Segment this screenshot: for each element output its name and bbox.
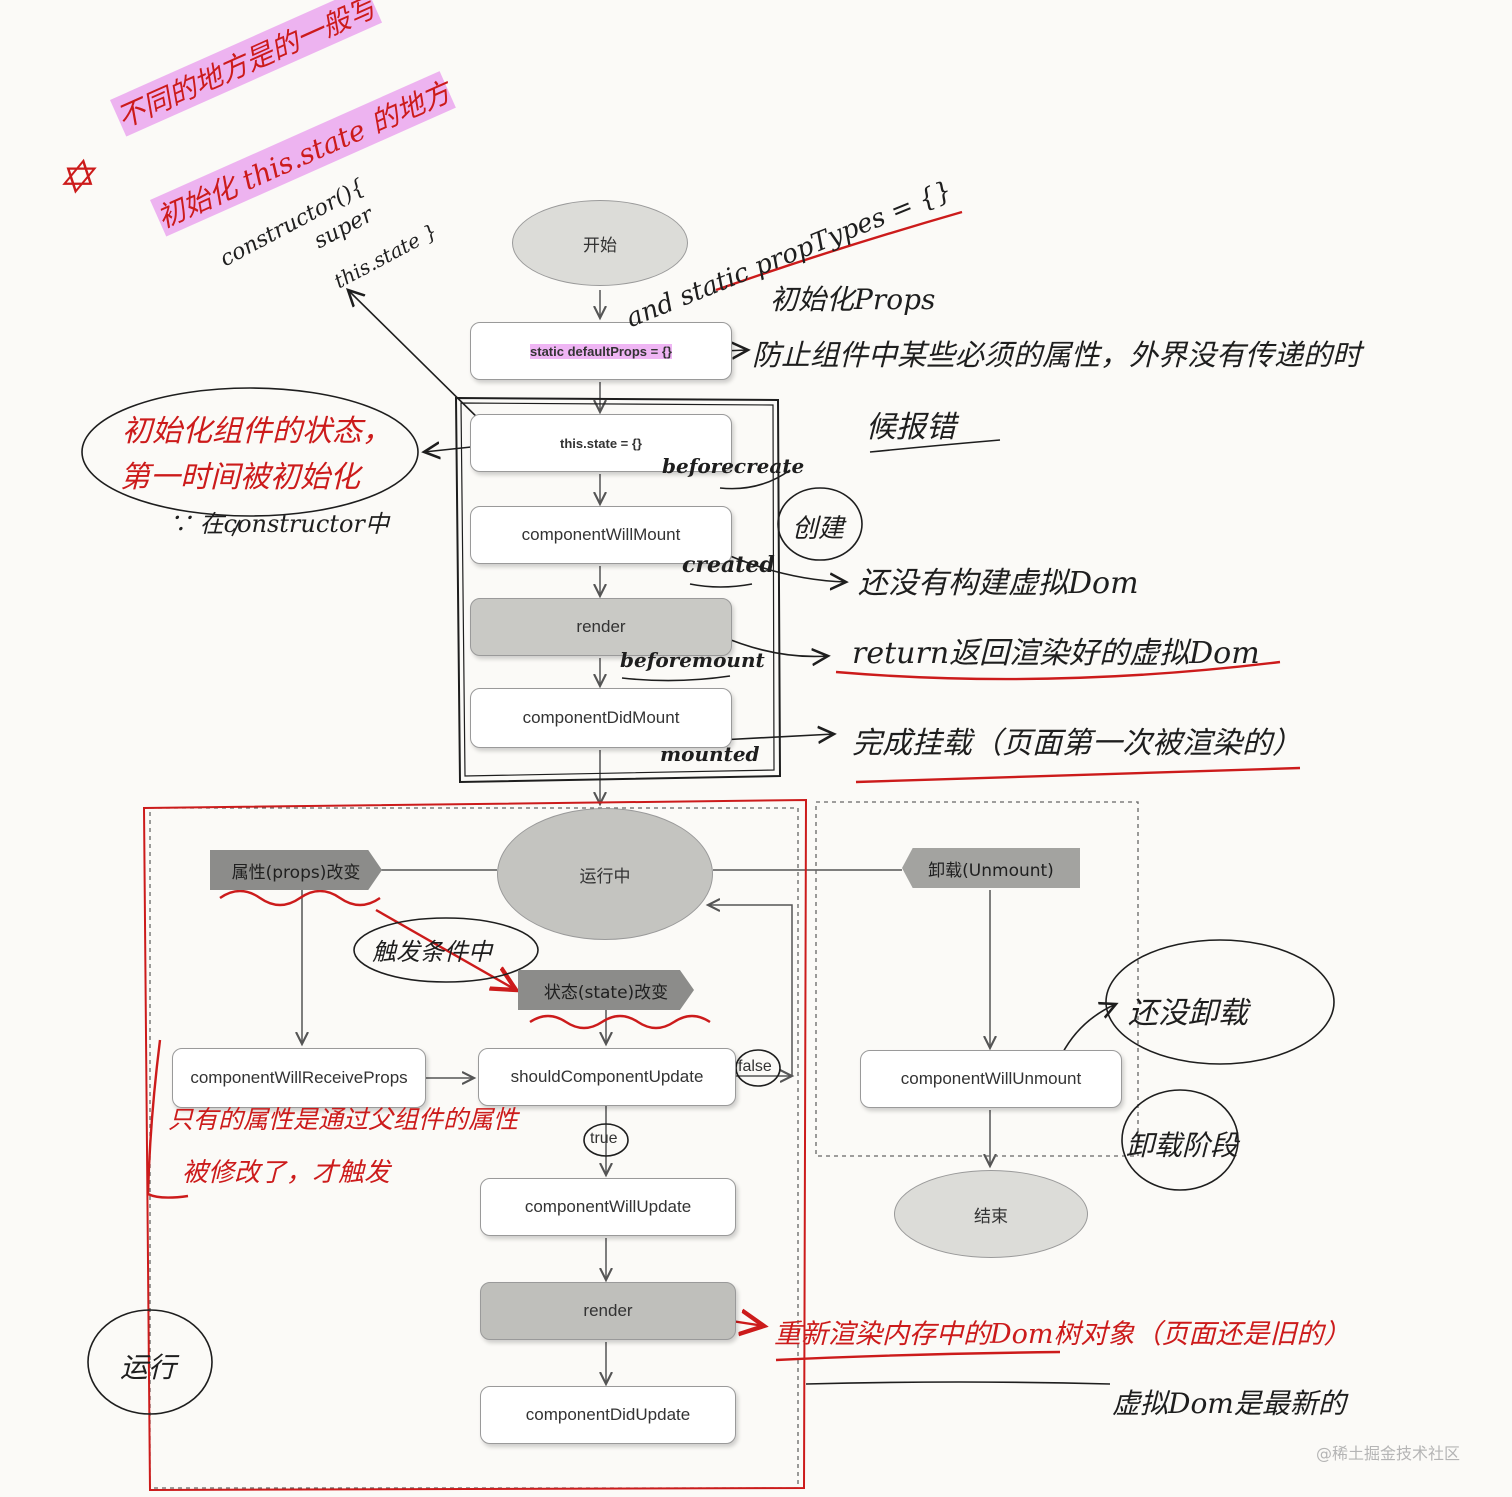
before-create-note: beforecreate	[662, 454, 805, 478]
run-phase-frame	[142, 798, 808, 1492]
component-did-update-label: componentDidUpdate	[525, 1405, 691, 1424]
default-props-note: 防止组件中某些必须的属性，外界没有传递的时	[752, 338, 1362, 372]
component-will-update-label: componentWillUpdate	[524, 1197, 692, 1216]
props-change-tag: 属性(props)改变	[210, 850, 382, 890]
top-star-mark: ✡	[56, 150, 95, 204]
receive-props-note-line1: 只有的属性是通过父组件的属性	[168, 1105, 519, 1134]
running-node: 运行中	[497, 808, 713, 940]
no-virtual-dom-note: 还没有构建虚拟Dom	[858, 566, 1139, 601]
before-mount-note: beforemount	[620, 648, 765, 672]
render-mount-node: render	[470, 598, 732, 656]
component-will-mount-label: componentWillMount	[521, 525, 681, 544]
unmount-tag: 卸载(Unmount)	[902, 848, 1080, 888]
unmount-tag-label: 卸载(Unmount)	[928, 860, 1054, 881]
flow-arrows	[302, 290, 990, 1384]
error-note: 候报错	[866, 410, 956, 445]
component-did-update-node: componentDidUpdate	[480, 1386, 736, 1444]
in-constructor-note: ∵ 在constructor中	[168, 510, 389, 538]
component-will-unmount-node: componentWillUnmount	[860, 1050, 1122, 1108]
run-phase-note: 运行	[120, 1351, 177, 1384]
this-state-label: this.state = {}	[559, 435, 642, 451]
created-note: created	[682, 552, 775, 578]
component-did-mount-node: componentDidMount	[470, 688, 732, 748]
init-props-note: 初始化Props	[770, 283, 936, 316]
component-will-unmount-label: componentWillUnmount	[900, 1069, 1082, 1088]
start-node: 开始	[512, 200, 688, 286]
render-update-node: render	[480, 1282, 736, 1340]
component-will-update-node: componentWillUpdate	[480, 1178, 736, 1236]
component-did-mount-label: componentDidMount	[522, 708, 680, 727]
unmount-phase-note: 卸载阶段	[1126, 1129, 1239, 1162]
mount-phase-frame	[454, 396, 782, 784]
render-update-label: render	[583, 1301, 633, 1320]
static-default-props-node: static defaultProps = {}	[470, 322, 732, 380]
trigger-note: 触发条件中	[372, 938, 492, 966]
start-label: 开始	[583, 235, 617, 256]
static-default-props-label: static defaultProps = {}	[530, 343, 672, 359]
init-state-note-line1: 初始化组件的状态，	[122, 414, 392, 449]
running-label: 运行中	[579, 866, 631, 887]
not-unmounted-note: 还没卸载	[1128, 996, 1248, 1031]
component-will-mount-node: componentWillMount	[470, 506, 732, 564]
end-label: 结束	[974, 1206, 1008, 1227]
false-label: false	[738, 1058, 772, 1075]
watermark: @稀土掘金技术社区	[1316, 1444, 1461, 1463]
render-mount-label: render	[576, 617, 626, 636]
init-state-note-line2: 第一时间被初始化	[120, 460, 360, 495]
mounted-note: mounted	[660, 742, 760, 766]
should-component-update-label: shouldComponentUpdate	[510, 1067, 704, 1086]
props-change-label: 属性(props)改变	[231, 862, 361, 883]
virtual-dom-new-note: 虚拟Dom是最新的	[1112, 1387, 1346, 1420]
mount-done-note: 完成挂载（页面第一次被渲染的）	[852, 726, 1302, 761]
component-will-receive-props-label: componentWillReceiveProps	[190, 1068, 408, 1087]
return-virtual-dom-note: return返回渲染好的虚拟Dom	[852, 636, 1260, 671]
state-change-label: 状态(state)改变	[543, 982, 669, 1003]
state-change-tag: 状态(state)改变	[518, 970, 694, 1010]
rerender-note: 重新渲染内存中的Dom树对象（页面还是旧的）	[774, 1319, 1351, 1350]
should-component-update-node: shouldComponentUpdate	[478, 1048, 736, 1106]
this-state-node: this.state = {}	[470, 414, 732, 472]
hand-circles	[81, 387, 1335, 1415]
component-will-receive-props-node: componentWillReceiveProps	[172, 1048, 426, 1108]
receive-props-note-line2: 被修改了，才触发	[182, 1158, 391, 1188]
create-phase-note: 创建	[792, 514, 845, 544]
end-node: 结束	[894, 1170, 1088, 1258]
true-label: true	[590, 1130, 618, 1147]
